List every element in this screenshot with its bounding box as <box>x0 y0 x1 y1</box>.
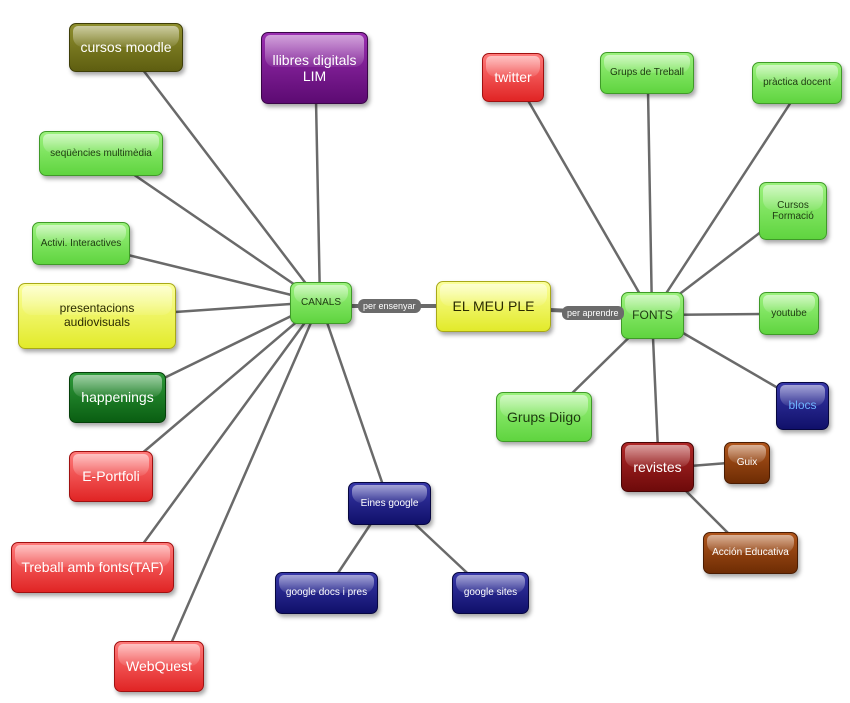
cursos-formacio-label: Cursos Formació <box>772 199 814 223</box>
node-grups-diigo[interactable]: Grups Diigo <box>496 392 592 442</box>
edge-revistes-guix <box>688 461 730 468</box>
node-llibres-digitals[interactable]: llibres digitals LIM <box>261 32 368 104</box>
activi-label: Activi. Interactives <box>40 237 122 249</box>
edge-label-per-aprendre: per aprendre <box>562 306 624 320</box>
node-happenings[interactable]: happenings <box>69 372 166 423</box>
treball-label: Treball amb fonts(TAF) <box>21 559 164 576</box>
edge-fonts-grups-treball <box>646 88 654 317</box>
node-eportfoli[interactable]: E-Portfoli <box>69 451 153 502</box>
webquest-label: WebQuest <box>126 658 192 675</box>
node-twitter[interactable]: twitter <box>482 53 544 102</box>
edge-canals-activi <box>126 253 322 304</box>
eines-google-label: Eines google <box>360 497 419 509</box>
practica-label: pràctica docent <box>763 77 831 89</box>
node-revistes[interactable]: revistes <box>621 442 694 492</box>
grups-diigo-label: Grups Diigo <box>507 408 581 425</box>
edge-canals-eines <box>318 300 386 490</box>
presentacions-label: presentacions audiovisuals <box>59 301 135 329</box>
node-webquest[interactable]: WebQuest <box>114 641 204 692</box>
guix-label: Guix <box>736 457 758 469</box>
google-docs-label: google docs i pres <box>285 587 368 599</box>
sequencies-label: seqüències multimèdia <box>50 147 152 159</box>
node-blocs[interactable]: blocs <box>776 382 829 430</box>
node-grups-treball[interactable]: Grups de Treball <box>600 52 694 94</box>
blocs-label: blocs <box>788 398 817 413</box>
edge-canals-eportfoli <box>138 300 322 457</box>
revistes-label: revistes <box>633 458 682 475</box>
edge-canals-treball <box>138 300 322 550</box>
node-youtube[interactable]: youtube <box>759 292 819 335</box>
canals-node[interactable]: CANALS <box>290 282 352 324</box>
edge-label-per-ensenyar: per ensenyar <box>358 299 421 313</box>
google-sites-label: google sites <box>463 587 518 599</box>
center-label: EL MEU PLE <box>452 298 535 315</box>
node-cursos-moodle[interactable]: cursos moodle <box>69 23 183 72</box>
youtube-label: youtube <box>771 307 807 319</box>
twitter-label: twitter <box>494 69 532 86</box>
center-node[interactable]: EL MEU PLE <box>436 281 551 332</box>
node-practica-docent[interactable]: pràctica docent <box>752 62 842 104</box>
node-google-sites[interactable]: google sites <box>452 572 529 614</box>
node-guix[interactable]: Guix <box>724 442 770 484</box>
happenings-label: happenings <box>81 389 154 406</box>
edge-canals-sequencies <box>128 170 322 304</box>
llibres-digitals-label: llibres digitals LIM <box>272 51 357 84</box>
node-sequencies[interactable]: seqüències multimèdia <box>39 131 163 176</box>
node-activi-interactives[interactable]: Activi. Interactives <box>32 222 130 265</box>
accion-educativa-label: Acción Educativa <box>712 547 789 559</box>
node-presentacions[interactable]: presentacions audiovisuals <box>18 283 176 349</box>
edge-fonts-practica <box>650 94 797 317</box>
node-accion-educativa[interactable]: Acción Educativa <box>703 532 798 574</box>
canals-label: CANALS <box>300 297 341 309</box>
grups-treball-label: Grups de Treball <box>610 67 684 79</box>
fonts-label: FONTS <box>632 307 673 322</box>
eportfoli-label: E-Portfoli <box>82 468 140 485</box>
edge-fonts-twitter <box>520 88 654 317</box>
edge-canals-webquest <box>168 300 322 648</box>
node-eines-google[interactable]: Eines google <box>348 482 431 525</box>
fonts-node[interactable]: FONTS <box>621 292 684 339</box>
edge-canals-llibres <box>314 98 322 304</box>
edge-revistes-accion <box>678 483 732 537</box>
edge-canals-cursos-moodle <box>138 64 322 304</box>
node-treball-fonts[interactable]: Treball amb fonts(TAF) <box>11 542 174 593</box>
cursos-moodle-label: cursos moodle <box>80 39 172 56</box>
node-google-docs[interactable]: google docs i pres <box>275 572 378 614</box>
node-cursos-formacio[interactable]: Cursos Formació <box>759 182 827 240</box>
